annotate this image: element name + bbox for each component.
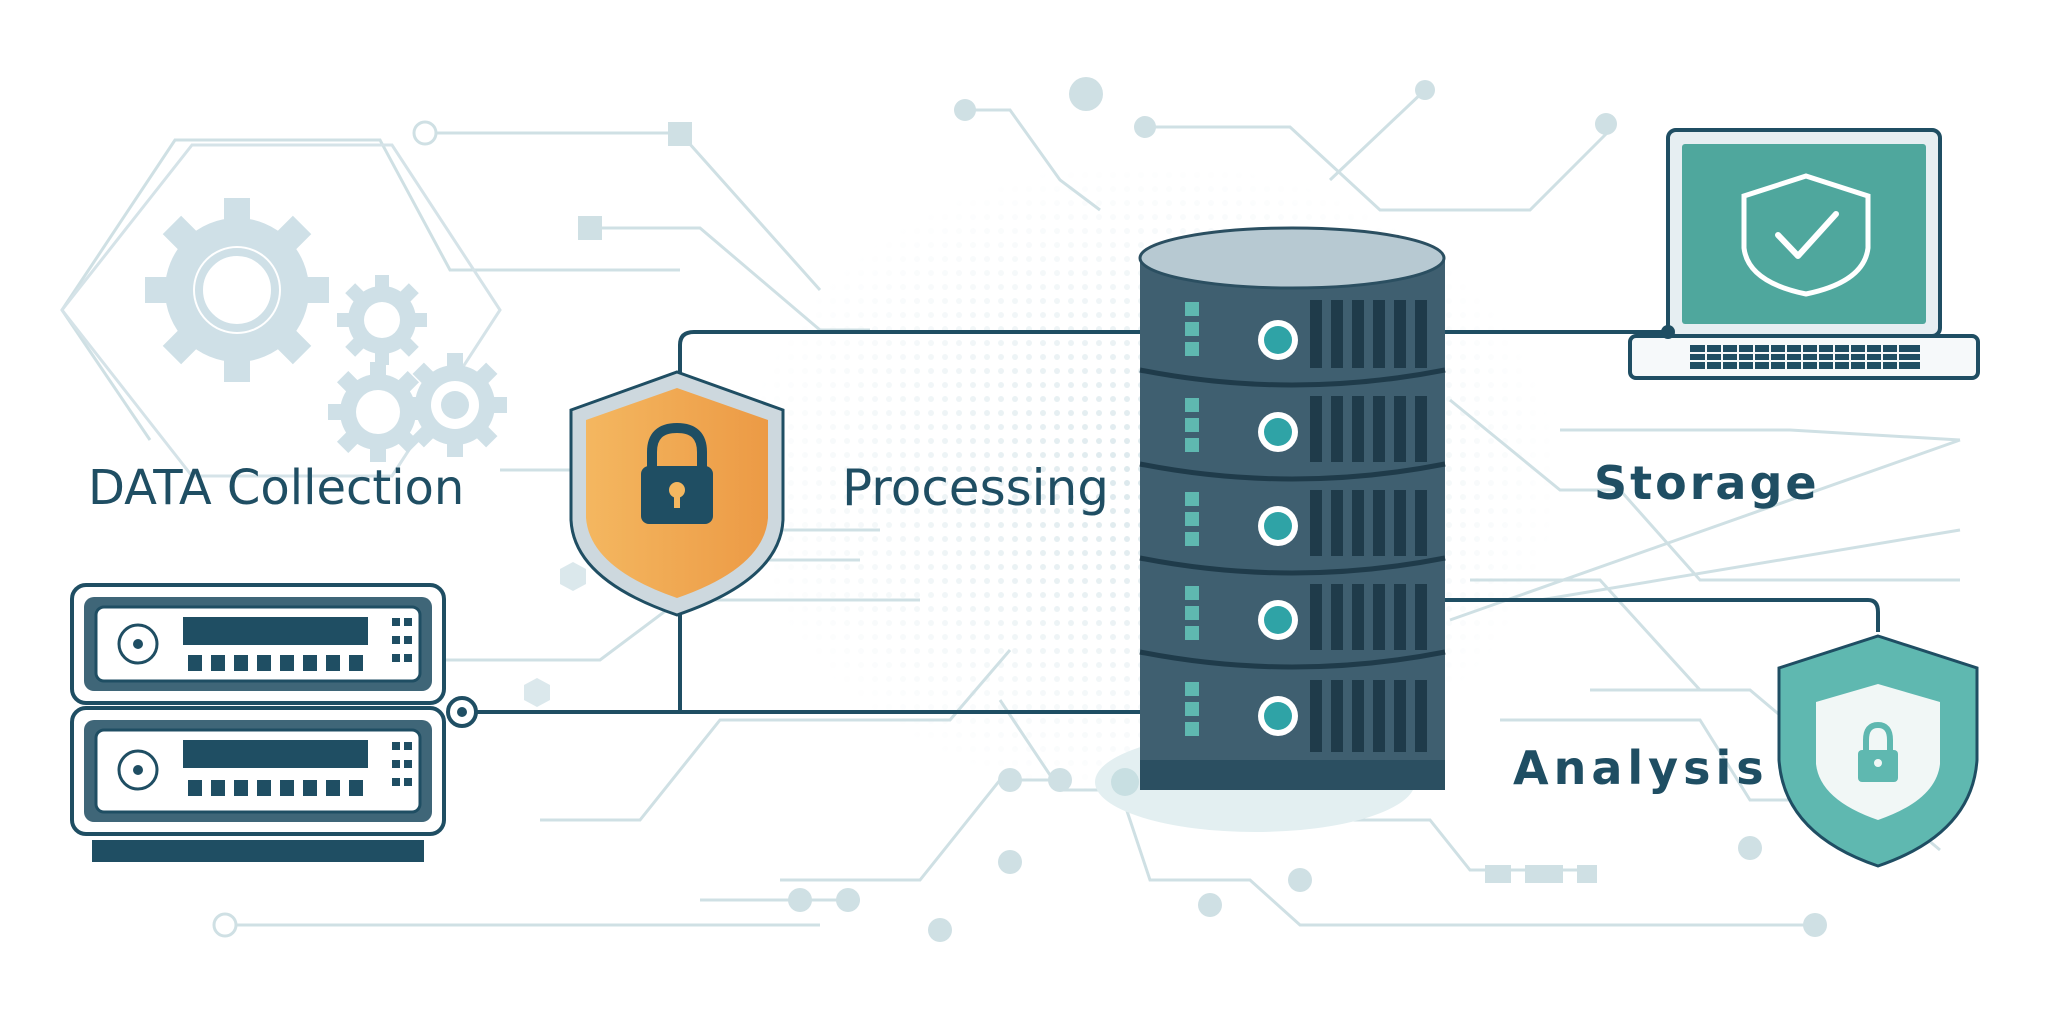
server-rack-icon	[70, 583, 478, 862]
data-collection-label: DATA Collection	[88, 460, 465, 516]
storage-label: Storage	[1594, 456, 1820, 510]
database-server-icon	[1095, 226, 1446, 832]
gears-icon	[145, 198, 507, 462]
check-shield-icon	[1741, 173, 1871, 297]
padlock-shield-icon	[569, 370, 785, 617]
processing-label: Processing	[842, 459, 1109, 517]
laptop-icon	[1628, 128, 1980, 380]
hexagon-frame	[60, 143, 502, 478]
connection-lines	[462, 330, 1880, 714]
analysis-label: Analysis	[1513, 741, 1769, 795]
padlock-shield-icon	[1777, 634, 1979, 868]
background-circuit-nodes	[212, 77, 1827, 942]
